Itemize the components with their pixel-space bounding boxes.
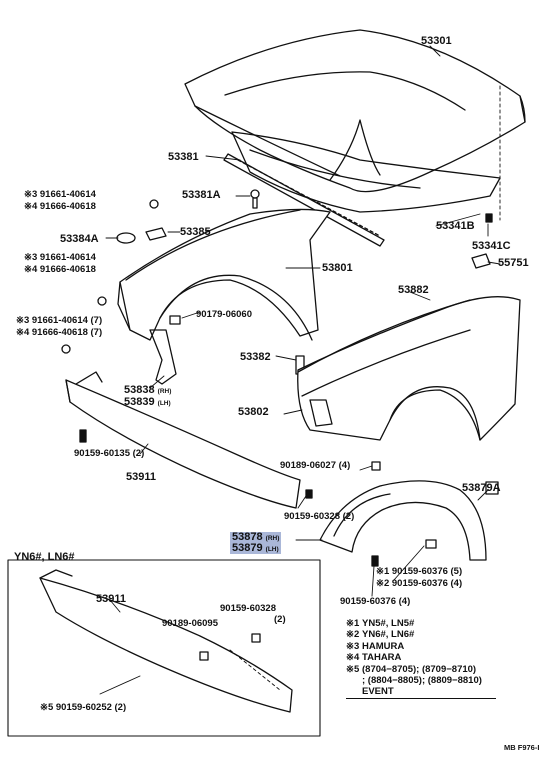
fender-stay-shape [149, 329, 177, 385]
inset-frame [7, 559, 321, 737]
hood-panel-shape [184, 29, 526, 193]
label-fender-rear: 53802 [238, 406, 269, 418]
note-8: ※2 90159-60376 (4) [376, 578, 463, 589]
label-liner-upper: 53878 (RH) [230, 531, 282, 543]
inset-label-bolt-b: 90189-06095 [162, 618, 218, 629]
inset-label-bolt-a-qty: (2) [274, 614, 286, 625]
label-hood-insulator: 53341B [436, 220, 475, 232]
label-fender-lh: 53882 [398, 284, 429, 296]
label-bolt-a: 90179-06060 [196, 309, 252, 320]
note-1: ※3 91661-40614 [24, 189, 96, 200]
right-fender-shape [297, 296, 521, 441]
inset-title: YN6#, LN6# [14, 551, 75, 563]
label-stay-rh: 53838 (RH) [124, 384, 172, 396]
inset-label-bolt-a: 90159-60328 [220, 603, 276, 614]
label-cushion: 53384A [60, 233, 99, 245]
drawing-code: MB F976-I [504, 743, 540, 752]
legend-row: ※5(8704−8705); (8709−8710) [346, 663, 477, 675]
label-bolt-e: 90159-60376 (4) [340, 596, 411, 607]
label-hinge-pad: 53385 [180, 226, 211, 238]
note-2: ※4 91666-40618 [24, 201, 96, 212]
fender-liner-shape [319, 480, 499, 561]
label-bolt-d: 90159-60328 (2) [284, 511, 355, 522]
inset-label-part: 53911 [96, 593, 126, 605]
note-5: ※3 91661-40614 (7) [16, 315, 103, 326]
note-4: ※4 91666-40618 [24, 264, 96, 275]
legend-row: EVENT [346, 686, 496, 699]
label-bolt-b: 90159-60135 (2) [74, 448, 145, 459]
label-grommet: 55751 [498, 257, 529, 269]
leader-lines [105, 45, 501, 597]
label-bolt-c: 90189-06027 (4) [280, 460, 351, 471]
label-fender-rh: 53801 [322, 262, 353, 274]
label-seal-clip: 53381A [182, 189, 221, 201]
label-liner-lower: 53879 (LH) [230, 542, 281, 554]
note-7: ※1 90159-60376 (5) [376, 566, 463, 577]
left-fender-shape [117, 208, 331, 341]
bolt-shapes [79, 429, 381, 567]
legend-row: ; (8804−8805); (8809−8810) [362, 675, 482, 687]
label-stay-lh: 53839 (LH) [124, 396, 171, 408]
label-liner-clip: 53879A [462, 482, 501, 494]
label-hood-seal: 53381 [168, 151, 199, 163]
note-6: ※4 91666-40618 (7) [16, 327, 103, 338]
label-fender-clip: 53382 [240, 351, 271, 363]
note-3: ※3 91661-40614 [24, 252, 96, 263]
label-hood: 53301 [421, 35, 452, 47]
note-9: ※5 90159-60252 (2) [40, 702, 127, 713]
label-insulator-clip: 53341C [472, 240, 511, 252]
label-bumper: 53911 [126, 471, 156, 483]
bumper-shape [65, 371, 301, 509]
